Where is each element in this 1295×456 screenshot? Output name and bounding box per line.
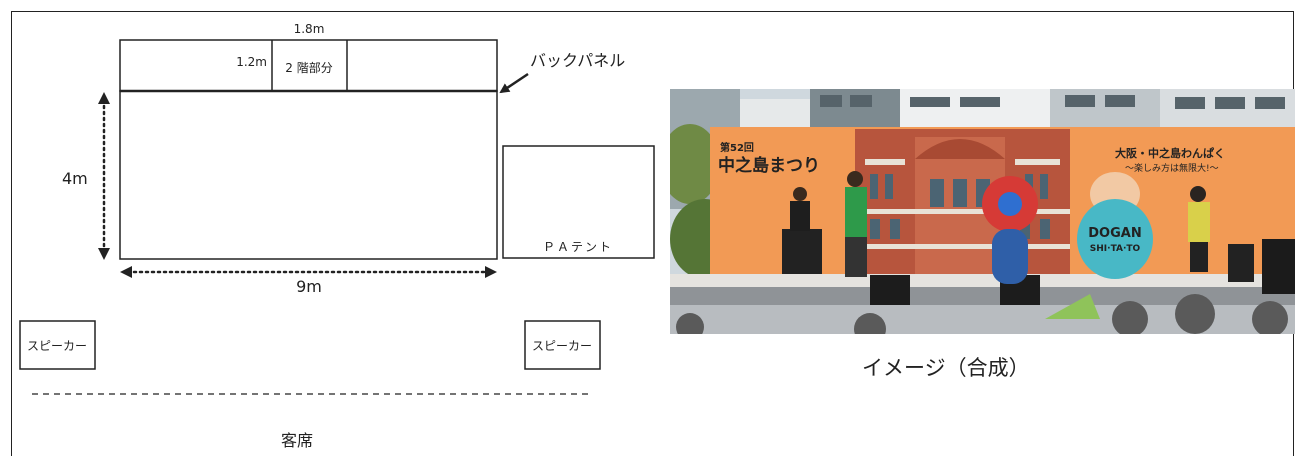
stage-width-label: 9m [296,277,322,296]
speaker-right-label: スピーカー [532,339,592,353]
width-arrow-left [120,266,132,278]
banner-left-small: 第52回 [720,141,754,154]
audience-label: 客席 [281,431,313,450]
stage-diagram: 1.8m 1.2m 2 階部分 バックパネル 4m 9m ＰＡテント スピーカー… [19,22,655,450]
speaker-left-label: スピーカー [27,339,87,353]
speaker-right [524,320,601,370]
pa-tent-label: ＰＡテント [543,240,613,254]
banner-right-line2: 〜楽しみ方は無限大!〜 [1125,162,1219,174]
depth-arrow-bottom [98,248,110,260]
backstage-width-label: 1.8m [294,22,325,36]
main-stage [119,90,498,260]
backstage-height-label: 1.2m [236,55,267,69]
back-panel-arrow [499,72,529,94]
banner-left-title: 中之島まつり [718,155,820,176]
speaker-left [19,320,96,370]
stage-image: 第52回 中之島まつり 大阪・中之島わんぱく 〜楽しみ方は無限大!〜 DOGAN… [670,89,1295,334]
second-floor-label: 2 階部分 [285,60,332,75]
depth-arrow-top [98,92,110,104]
mascot-text-2: SHI·TA·TO [1090,244,1141,254]
back-panel-label: バックパネル [530,51,625,70]
banner-right-line1: 大阪・中之島わんぱく [1115,146,1225,160]
stage-depth-label: 4m [62,169,88,188]
mascot-text-1: DOGAN [1088,226,1141,241]
width-arrow-right [485,266,497,278]
pa-tent [502,145,655,259]
image-caption: イメージ（合成） [862,356,1030,380]
